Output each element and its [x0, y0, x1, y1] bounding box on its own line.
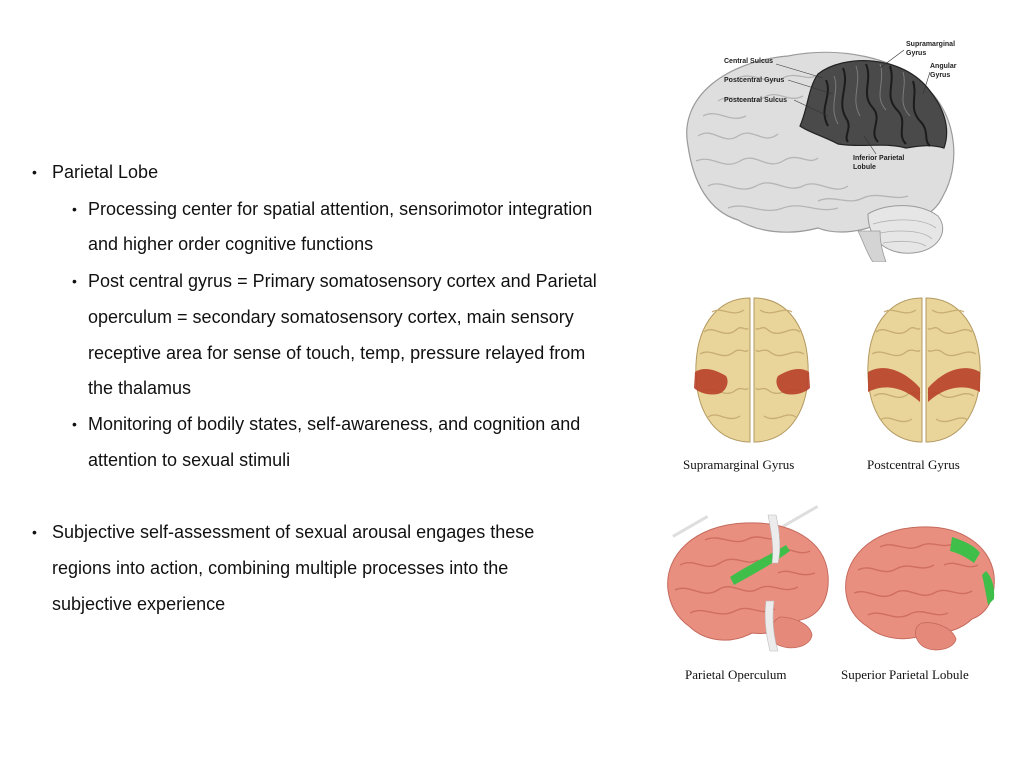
retractor-top	[767, 514, 781, 564]
label-inferior-parietal-line-1: Inferior Parietal	[853, 155, 904, 162]
parietal-gyri-texture	[823, 63, 931, 147]
right-hemisphere	[753, 297, 809, 443]
bullet-dot: •	[72, 273, 77, 289]
postcentral-right-highlight	[928, 368, 980, 402]
caption-superior-parietal-lobule: Superior Parietal Lobule	[841, 667, 969, 682]
cerebellum-folia	[872, 219, 937, 247]
lateral-brain-parietal-figure: Central Sulcus Postcentral Gyrus Postcen…	[686, 41, 957, 262]
label-angular-line-2: Gyrus	[930, 72, 950, 79]
caption-parietal-operculum: Parietal Operculum	[685, 667, 787, 682]
cerebellum	[770, 616, 813, 649]
superior-parietal-highlight-top	[950, 537, 980, 563]
label-leader-lines	[775, 49, 931, 155]
cerebellum	[915, 622, 957, 651]
brain-stem	[857, 230, 887, 262]
sub-bullet-postcentral-line-3: receptive area for sense of touch, temp,…	[88, 343, 586, 363]
label-inferior-parietal-line-2: Lobule	[853, 164, 876, 171]
label-supramarginal-line-2: Gyrus	[906, 50, 926, 57]
label-angular-line-1: Angular	[930, 63, 957, 70]
bullet-dot: •	[72, 416, 77, 432]
sub-bullet-postcentral-line-2: operculum = secondary somatosensory cort…	[88, 307, 574, 327]
brain-lateral-superior-parietal	[845, 526, 995, 651]
brain-lateral-parietal-operculum	[667, 505, 829, 652]
brain-outline	[845, 526, 995, 640]
left-hemisphere	[867, 297, 923, 443]
brain-top-view-supramarginal	[694, 297, 810, 443]
label-central-sulcus: Central Sulcus	[724, 58, 773, 65]
superior-parietal-highlight-back	[982, 571, 995, 605]
left-hemisphere	[695, 297, 751, 443]
brain-top-view-postcentral	[867, 297, 981, 443]
label-postcentral-sulcus: Postcentral Sulcus	[724, 97, 787, 104]
bullet-dot: •	[72, 201, 77, 217]
parietal-region-highlight	[799, 60, 948, 149]
sub-bullet-processing-line-1: Processing center for spatial attention,…	[88, 199, 593, 219]
postcentral-left-highlight	[868, 368, 920, 402]
supramarginal-left-highlight	[694, 369, 728, 395]
supramarginal-right-highlight	[776, 369, 810, 395]
brain-outline	[667, 522, 829, 641]
sub-bullet-monitoring-line-2: attention to sexual stimuli	[88, 450, 291, 470]
bullet-subjective-line-1: Subjective self-assessment of sexual aro…	[52, 522, 535, 542]
bullet-dot: •	[32, 524, 37, 540]
gyri-texture	[699, 309, 805, 420]
sub-bullet-postcentral-line-1: Post central gyrus = Primary somatosenso…	[88, 271, 597, 291]
caption-supramarginal-gyrus: Supramarginal Gyrus	[683, 457, 795, 472]
bullet-dot: •	[32, 164, 37, 180]
sub-bullet-monitoring-line-1: Monitoring of bodily states, self-awaren…	[88, 414, 581, 434]
parietal-gyri-light	[833, 63, 911, 125]
sub-bullet-processing-line-2: and higher order cognitive functions	[88, 234, 374, 254]
caption-postcentral-gyrus: Postcentral Gyrus	[867, 457, 960, 472]
right-hemisphere	[925, 297, 981, 443]
label-postcentral-gyrus: Postcentral Gyrus	[724, 77, 784, 84]
gyri-texture	[695, 74, 909, 212]
retractor-bottom	[764, 600, 779, 652]
bullet-parietal-lobe: Parietal Lobe	[52, 162, 159, 182]
gyri-texture	[853, 543, 979, 618]
sub-bullet-postcentral-line-4: the thalamus	[88, 378, 192, 398]
bullet-subjective-line-2: regions into action, combining multiple …	[52, 558, 509, 578]
label-supramarginal-line-1: Supramarginal	[906, 41, 955, 48]
bullet-subjective-line-3: subjective experience	[52, 594, 226, 614]
